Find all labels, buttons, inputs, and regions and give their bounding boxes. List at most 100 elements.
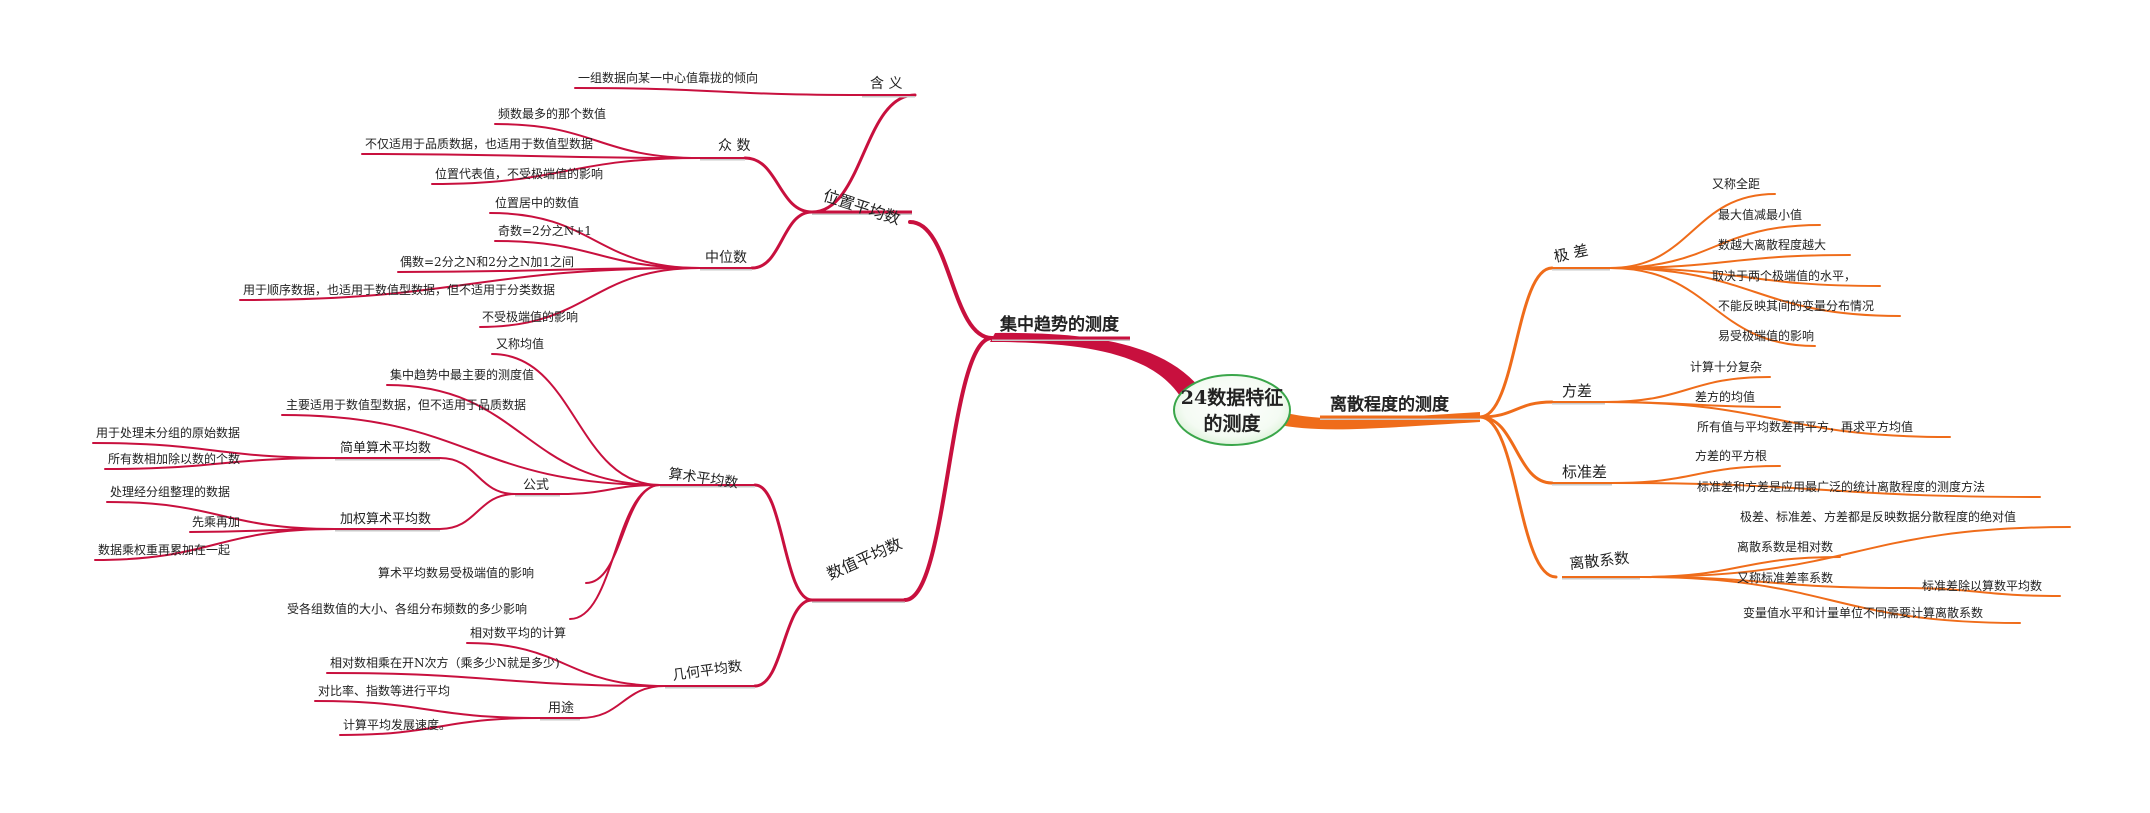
node-position-average[interactable]: 位置平均数	[821, 186, 903, 229]
link-stddev-2	[1611, 482, 2041, 498]
labels-layer: 24数据特征 的测度 集中趋势的测度 离散程度的测度 位置平均数 数值平均数 含…	[96, 70, 2042, 732]
link-cv-4	[1639, 576, 2021, 624]
link-range-1	[1609, 193, 1776, 269]
leaf-median-5: 不受极端值的影响	[482, 309, 578, 324]
link-arith-top-3	[281, 414, 661, 486]
node-geometric-mean[interactable]: 几何平均数	[671, 658, 743, 684]
node-numeric-average[interactable]: 数值平均数	[824, 534, 905, 584]
leaf-arith-1: 又称均值	[496, 336, 544, 351]
leaf-cv-4: 变量值水平和计量单位不同需要计算离散系数	[1743, 605, 1983, 620]
leaf-arith-2: 集中趋势中最主要的测度值	[390, 367, 534, 382]
link-meaning-1	[574, 87, 863, 96]
link-central-position	[908, 220, 994, 340]
node-formula[interactable]: 公式	[523, 478, 549, 493]
link-formula-weighted	[439, 493, 516, 530]
link-simple-2	[104, 457, 336, 470]
leaf-geo-1: 相对数平均的计算	[470, 625, 566, 640]
center-node-line1: 24数据特征	[1181, 386, 1283, 409]
link-range-3	[1609, 254, 1851, 269]
link-range-2	[1609, 224, 1821, 269]
link-range-4	[1609, 267, 1881, 287]
leaf-mode-2: 不仅适用于品质数据，也适用于数值型数据	[365, 136, 593, 151]
leaf-range-6: 易受极端值的影响	[1718, 328, 1814, 343]
link-cv-2	[1639, 556, 1841, 578]
link-numeric-geo	[753, 598, 814, 688]
node-weighted-mean[interactable]: 加权算术平均数	[340, 511, 431, 527]
node-stddev[interactable]: 标准差	[1562, 463, 1607, 481]
link-pos-median	[750, 210, 814, 270]
link-arith-bottom-1	[585, 484, 661, 584]
link-usage-2	[339, 717, 541, 736]
leaf-range-4: 取决于两个极端值的水平，	[1712, 268, 1856, 283]
leaf-median-1: 位置居中的数值	[495, 195, 579, 210]
leaf-usage-1: 对比率、指数等进行平均	[318, 683, 450, 698]
link-arith-formula	[559, 484, 661, 495]
node-variance[interactable]: 方差	[1562, 382, 1592, 400]
leaf-median-2: 奇数=2分之N+1	[498, 223, 592, 238]
leaf-range-1: 又称全距	[1712, 176, 1760, 191]
link-usage-1	[314, 700, 541, 719]
node-arithmetic-mean[interactable]: 算术平均数	[667, 466, 739, 492]
link-median-4	[239, 267, 701, 301]
node-usage[interactable]: 用途	[548, 700, 574, 716]
link-variance-1	[1604, 376, 1771, 403]
link-mode-3	[431, 157, 701, 185]
links-layer	[92, 87, 2071, 736]
leaf-variance-1: 计算十分复杂	[1690, 359, 1762, 374]
leaf-usage-2: 计算平均发展速度。	[343, 717, 451, 732]
link-weighted-1	[106, 501, 336, 530]
topic-central-tendency[interactable]: 集中趋势的测度	[999, 314, 1120, 335]
leaf-weighted-3: 数据乘权重再累加在一起	[98, 542, 230, 557]
link-mode-1	[494, 123, 701, 159]
center-node[interactable]: 24数据特征 的测度	[1173, 374, 1291, 446]
node-range[interactable]: 极 差	[1552, 241, 1590, 266]
leaf-cv-sub: 标准差除以算数平均数	[1922, 578, 2042, 593]
leaf-cv-1: 极差、标准差、方差都是反映数据分散程度的绝对值	[1740, 509, 2016, 524]
link-formula-simple	[439, 457, 516, 495]
link-disp-variance	[1478, 400, 1554, 419]
leaf-arith-4: 算术平均数易受极端值的影响	[378, 565, 534, 580]
link-simple-1	[92, 442, 336, 459]
link-median-5	[479, 267, 701, 328]
leaf-stddev-2: 标准差和方差是应用最广泛的统计离散程度的测度方法	[1697, 479, 1985, 494]
leaf-median-4: 用于顺序数据，也适用于数值型数据，但不适用于分类数据	[243, 282, 555, 297]
link-geo-2	[326, 672, 666, 687]
leaf-simple-2: 所有数相加除以数的个数	[108, 451, 240, 466]
node-meaning[interactable]: 含 义	[870, 76, 902, 92]
leaf-range-2: 最大值减最小值	[1718, 207, 1802, 222]
leaf-cv-3: 又称标准差率系数	[1737, 570, 1833, 585]
leaf-arith-5: 受各组数值的大小、各组分布频数的多少影响	[287, 601, 527, 616]
link-numeric-arith	[753, 483, 814, 602]
main-branch-left-band	[990, 332, 1200, 396]
link-range-5	[1609, 267, 1901, 317]
leaf-simple-1: 用于处理未分组的原始数据	[96, 425, 240, 440]
leaf-weighted-2: 先乘再加	[192, 515, 240, 529]
node-cv[interactable]: 离散系数	[1569, 549, 1631, 573]
link-weighted-3	[94, 528, 336, 561]
link-disp-range	[1478, 266, 1554, 419]
link-geo-usage	[579, 685, 666, 719]
leaf-stddev-1: 方差的平方根	[1695, 448, 1767, 463]
node-median[interactable]: 中位数	[705, 250, 747, 266]
leaf-median-3: 偶数=2分之N和2分之N加1之间	[400, 254, 574, 269]
leaf-range-5: 不能反映其间的变量分布情况	[1718, 298, 1874, 313]
link-disp-stddev	[1478, 415, 1554, 485]
link-pos-mode	[743, 156, 814, 214]
node-simple-mean[interactable]: 简单算术平均数	[340, 440, 431, 456]
link-cv-sub	[1899, 587, 2061, 597]
topic-dispersion[interactable]: 离散程度的测度	[1330, 394, 1450, 415]
link-arith-top-2	[386, 384, 661, 486]
leaf-range-3: 数越大离散程度越大	[1718, 237, 1826, 252]
link-geo-1	[466, 642, 666, 687]
link-mode-2	[361, 153, 701, 159]
link-median-1	[489, 212, 701, 269]
leaf-meaning-1: 一组数据向某一中心值靠拢的倾向	[578, 70, 758, 85]
link-arith-top-1	[491, 353, 661, 486]
leaf-variance-2: 差方的均值	[1695, 389, 1755, 404]
leaf-weighted-1: 处理经分组整理的数据	[110, 484, 230, 499]
leaf-cv-2: 离散系数是相对数	[1737, 539, 1833, 554]
node-mode[interactable]: 众 数	[718, 138, 750, 154]
center-node-line2: 的测度	[1203, 412, 1261, 435]
